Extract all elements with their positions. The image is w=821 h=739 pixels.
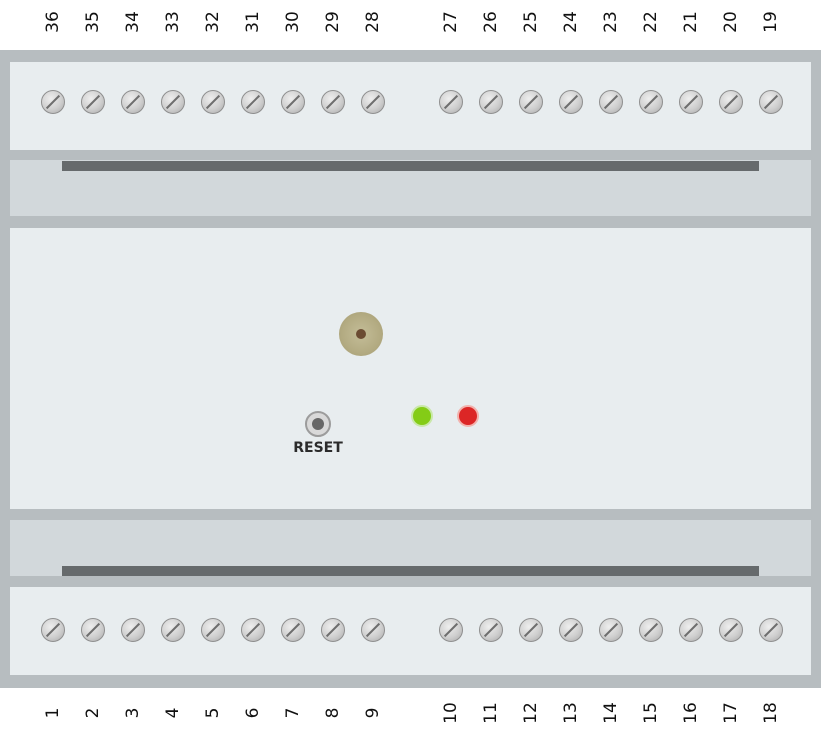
terminal-number-12: 12 bbox=[521, 702, 541, 724]
terminal-number-3: 3 bbox=[123, 707, 143, 719]
terminal-screw-23 bbox=[599, 90, 623, 114]
terminal-number-24: 24 bbox=[561, 11, 581, 33]
terminal-number-15: 15 bbox=[641, 702, 661, 724]
terminal-screw-31 bbox=[241, 90, 265, 114]
terminal-number-34: 34 bbox=[123, 11, 143, 33]
terminal-number-10: 10 bbox=[441, 702, 461, 724]
terminal-screw-35 bbox=[81, 90, 105, 114]
terminal-screw-30 bbox=[281, 90, 305, 114]
red-led-indicator bbox=[457, 405, 479, 427]
terminal-number-5: 5 bbox=[203, 707, 223, 719]
terminal-screw-2 bbox=[81, 618, 105, 642]
terminal-number-25: 25 bbox=[521, 11, 541, 33]
terminal-number-8: 8 bbox=[323, 707, 343, 719]
terminal-screw-1 bbox=[41, 618, 65, 642]
terminal-number-6: 6 bbox=[243, 707, 263, 719]
reset-button-center bbox=[312, 418, 324, 430]
terminal-screw-19 bbox=[759, 90, 783, 114]
terminal-screw-15 bbox=[639, 618, 663, 642]
terminal-number-33: 33 bbox=[163, 11, 183, 33]
terminal-number-23: 23 bbox=[601, 11, 621, 33]
terminal-number-11: 11 bbox=[481, 702, 501, 724]
terminal-screw-11 bbox=[479, 618, 503, 642]
terminal-number-36: 36 bbox=[43, 11, 63, 33]
reset-button[interactable] bbox=[305, 411, 331, 437]
terminal-number-7: 7 bbox=[283, 707, 303, 719]
terminal-screw-14 bbox=[599, 618, 623, 642]
terminal-number-35: 35 bbox=[83, 11, 103, 33]
terminal-screw-21 bbox=[679, 90, 703, 114]
buzzer-hole bbox=[356, 329, 366, 339]
terminal-screw-17 bbox=[719, 618, 743, 642]
terminal-number-2: 2 bbox=[83, 707, 103, 719]
terminal-number-17: 17 bbox=[721, 702, 741, 724]
terminal-number-27: 27 bbox=[441, 11, 461, 33]
terminal-number-1: 1 bbox=[43, 707, 63, 719]
front-panel bbox=[10, 228, 811, 509]
terminal-screw-28 bbox=[361, 90, 385, 114]
terminal-number-4: 4 bbox=[163, 707, 183, 719]
terminal-screw-7 bbox=[281, 618, 305, 642]
terminal-number-18: 18 bbox=[761, 702, 781, 724]
terminal-number-20: 20 bbox=[721, 11, 741, 33]
terminal-screw-10 bbox=[439, 618, 463, 642]
terminal-screw-26 bbox=[479, 90, 503, 114]
terminal-number-26: 26 bbox=[481, 11, 501, 33]
terminal-screw-5 bbox=[201, 618, 225, 642]
terminal-number-19: 19 bbox=[761, 11, 781, 33]
terminal-screw-32 bbox=[201, 90, 225, 114]
terminal-screw-9 bbox=[361, 618, 385, 642]
reset-label: RESET bbox=[293, 440, 343, 456]
terminal-screw-12 bbox=[519, 618, 543, 642]
terminal-screw-29 bbox=[321, 90, 345, 114]
terminal-screw-16 bbox=[679, 618, 703, 642]
terminal-number-9: 9 bbox=[363, 707, 383, 719]
top-din-rail bbox=[62, 161, 759, 171]
terminal-number-30: 30 bbox=[283, 11, 303, 33]
terminal-screw-36 bbox=[41, 90, 65, 114]
terminal-screw-24 bbox=[559, 90, 583, 114]
buzzer bbox=[339, 312, 383, 356]
terminal-screw-34 bbox=[121, 90, 145, 114]
terminal-screw-3 bbox=[121, 618, 145, 642]
terminal-screw-27 bbox=[439, 90, 463, 114]
terminal-number-32: 32 bbox=[203, 11, 223, 33]
terminal-number-13: 13 bbox=[561, 702, 581, 724]
terminal-screw-20 bbox=[719, 90, 743, 114]
terminal-screw-8 bbox=[321, 618, 345, 642]
terminal-screw-25 bbox=[519, 90, 543, 114]
terminal-number-31: 31 bbox=[243, 11, 263, 33]
terminal-number-28: 28 bbox=[363, 11, 383, 33]
terminal-screw-22 bbox=[639, 90, 663, 114]
terminal-screw-4 bbox=[161, 618, 185, 642]
terminal-screw-6 bbox=[241, 618, 265, 642]
terminal-screw-13 bbox=[559, 618, 583, 642]
terminal-screw-33 bbox=[161, 90, 185, 114]
terminal-number-21: 21 bbox=[681, 11, 701, 33]
terminal-screw-18 bbox=[759, 618, 783, 642]
terminal-number-16: 16 bbox=[681, 702, 701, 724]
green-led-indicator bbox=[411, 405, 433, 427]
bottom-din-rail bbox=[62, 566, 759, 576]
terminal-number-14: 14 bbox=[601, 702, 621, 724]
terminal-number-29: 29 bbox=[323, 11, 343, 33]
terminal-number-22: 22 bbox=[641, 11, 661, 33]
